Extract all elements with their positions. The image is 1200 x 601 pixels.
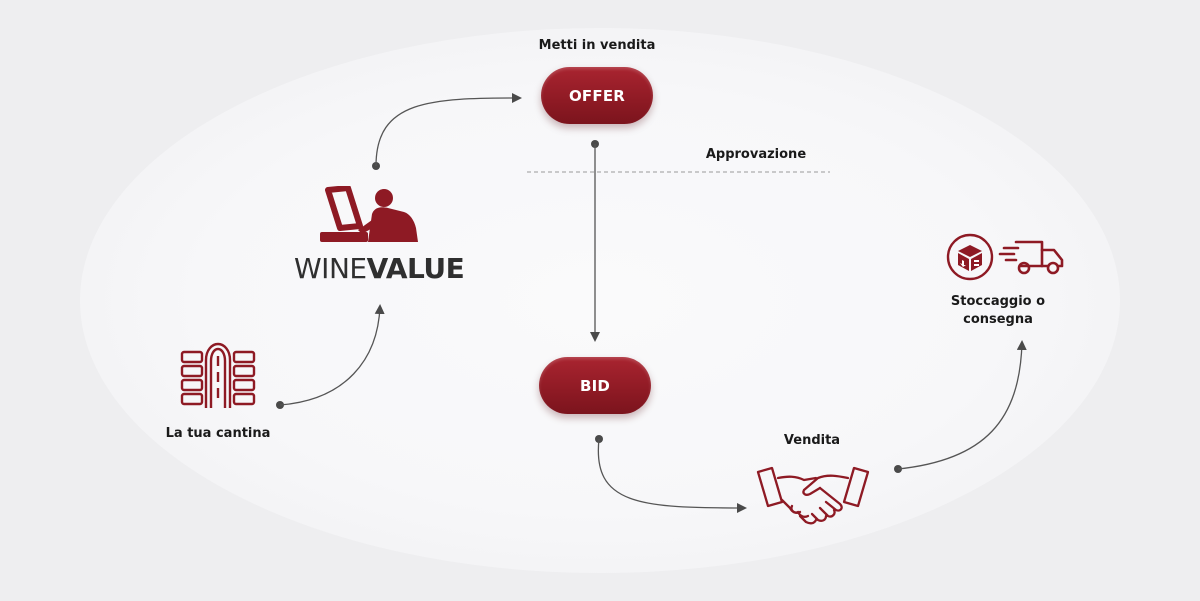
winevalue-wordmark: WINEVALUE bbox=[294, 252, 465, 285]
brand-name-bold: VALUE bbox=[366, 252, 465, 285]
connector-sale-to-storage bbox=[894, 340, 1027, 473]
cellar-label: La tua cantina bbox=[165, 426, 271, 441]
connector-bid-to-sale bbox=[595, 435, 747, 513]
connector-cellar-to-winevalue bbox=[276, 304, 385, 409]
storage-label: Stoccaggio o consegna bbox=[950, 294, 1046, 327]
brand-name-light: WINE bbox=[294, 252, 367, 285]
wine-rack-icon bbox=[180, 342, 256, 408]
handshake-icon bbox=[756, 466, 870, 525]
offer-pill: OFFER bbox=[541, 67, 653, 124]
package-icon bbox=[946, 233, 994, 281]
connector-offer-to-bid bbox=[590, 140, 600, 342]
offer-caption: Metti in vendita bbox=[538, 38, 656, 53]
delivery-truck-icon bbox=[998, 240, 1064, 275]
connector-winevalue-to-offer bbox=[372, 93, 522, 170]
bid-pill: BID bbox=[539, 357, 651, 414]
sale-label: Vendita bbox=[783, 433, 841, 448]
winevalue-logo-icon bbox=[320, 186, 418, 242]
approval-label: Approvazione bbox=[705, 147, 807, 162]
